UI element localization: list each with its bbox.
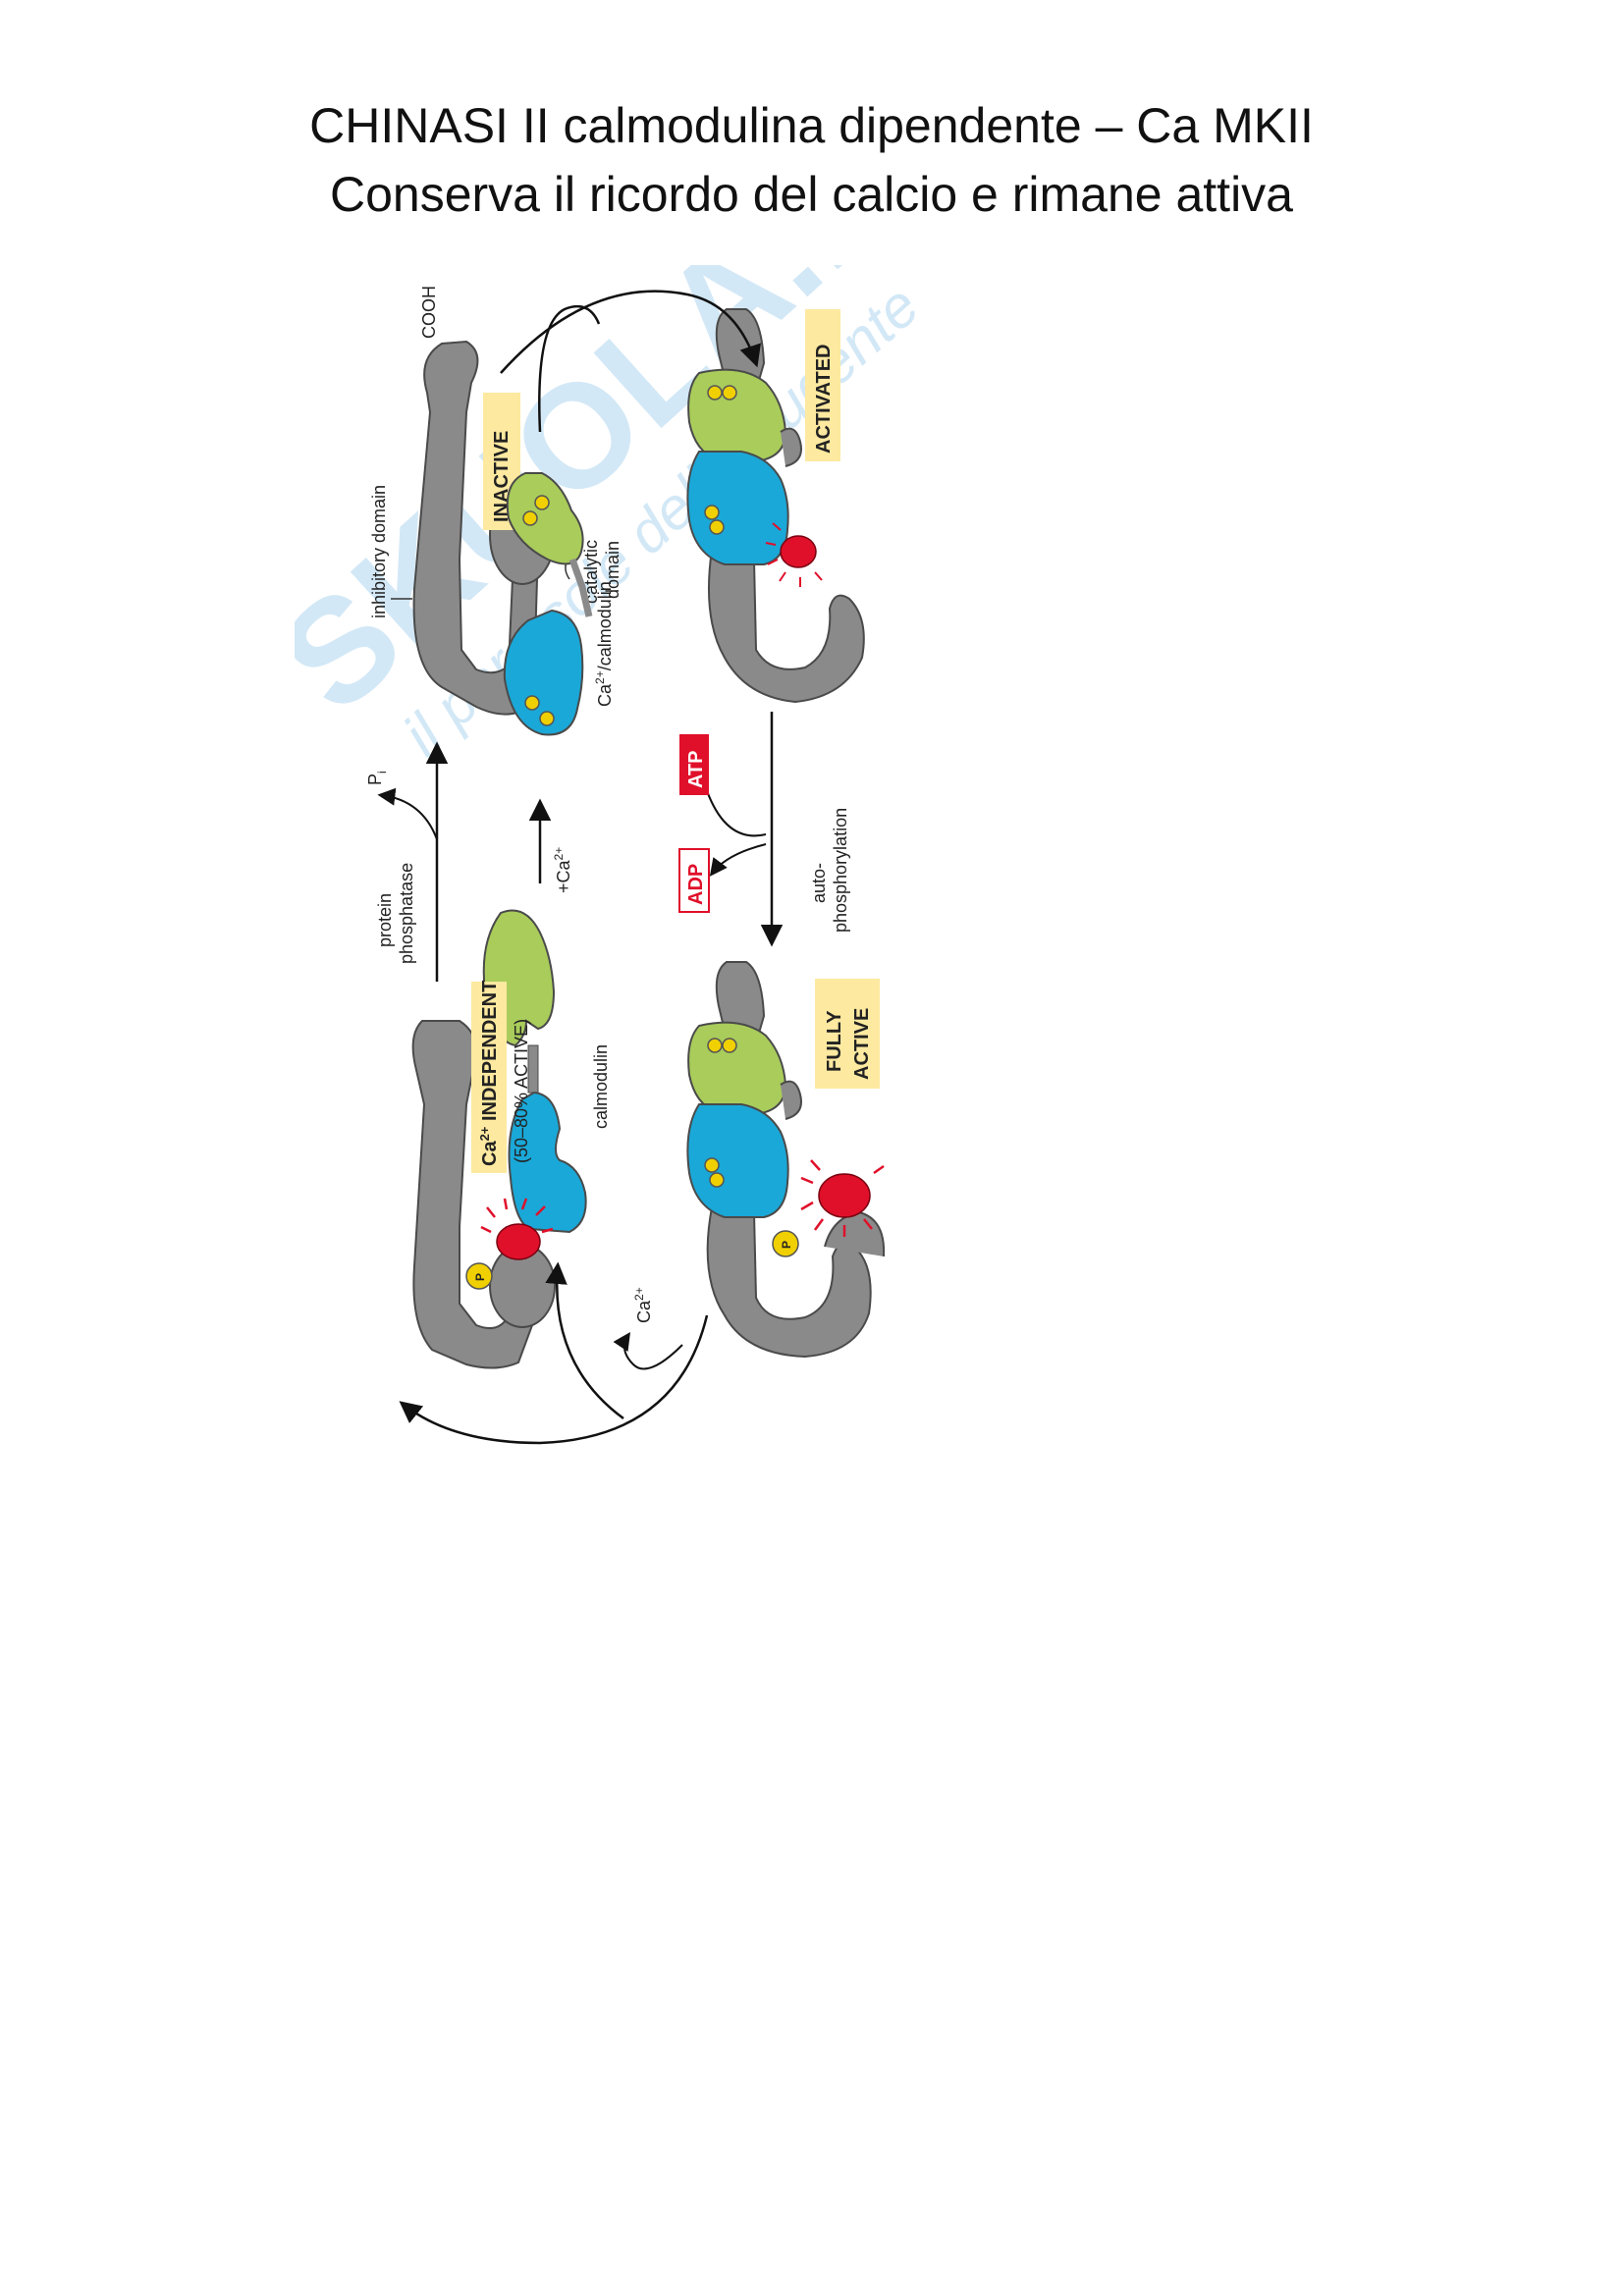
ca-ion <box>522 510 538 526</box>
adp-output-arrow <box>709 843 767 877</box>
ca-ion <box>524 695 540 711</box>
ca-release-arrow <box>613 1332 683 1370</box>
auto-label: auto- <box>809 863 829 903</box>
cooh-label: COOH <box>419 286 439 339</box>
active-label: ACTIVE <box>851 1008 873 1080</box>
fully-label: FULLY <box>824 1010 845 1072</box>
ca-calmodulin-complex <box>503 472 593 736</box>
calmodulin-return-arrow <box>545 1261 624 1420</box>
activity-rays <box>480 1198 554 1234</box>
fully-active-badge: FULLY ACTIVE <box>815 979 880 1089</box>
activity-rays <box>800 1159 885 1237</box>
active-site <box>818 1173 871 1218</box>
phosphorylation-label: phosphorylation <box>831 808 850 933</box>
percent-active-label: (50–80% ACTIVE) <box>512 1019 531 1163</box>
activity-rays <box>765 522 823 587</box>
phosphate-group: P <box>772 1230 799 1257</box>
catalytic-domain-label: domain <box>603 541 622 599</box>
inactive-kinase-body <box>412 340 539 716</box>
svg-text:P: P <box>473 1273 487 1281</box>
svg-text:ADP: ADP <box>685 864 707 905</box>
ca-ion <box>534 495 550 510</box>
catalytic-label: catalytic <box>581 540 601 604</box>
ca-ion <box>539 711 555 726</box>
adp-badge: ADP <box>678 848 710 913</box>
phosphatase-label: phosphatase <box>397 863 416 964</box>
calmodulin-free-blue <box>508 1091 587 1234</box>
document-title-line-1: CHINASI II calmodulina dipendente – Ca M… <box>309 98 1314 153</box>
ca-independent-kinase: P <box>411 1020 556 1369</box>
calmodulin-bind-arrow <box>538 304 601 433</box>
pi-label: Pi <box>365 771 389 785</box>
ca-independent-badge: Ca2+ INDEPENDENT <box>471 981 507 1173</box>
active-site <box>496 1223 541 1260</box>
calmodulin-blue-lobe <box>503 609 584 736</box>
camkii-activation-diagram: SKUOLA.NET il para sole dello studente I… <box>295 265 1070 1445</box>
activated-kinase <box>686 308 865 704</box>
atp-badge: ATP <box>679 734 709 795</box>
protein-label: protein <box>375 893 395 947</box>
atp-input-arrow <box>704 784 767 837</box>
plus-ca-label: +Ca2+ <box>552 847 573 893</box>
fully-active-blue-lobe <box>686 1103 789 1218</box>
calmodulin-label: calmodulin <box>591 1044 611 1129</box>
pi-release-arrow <box>377 787 438 840</box>
activated-badge: ACTIVATED <box>805 309 840 461</box>
document-title-line-2: Conserva il ricordo del calcio e rimane … <box>330 167 1293 222</box>
fully-active-green-lobe <box>687 1021 787 1116</box>
ca-independent-state-label: Ca2+ INDEPENDENT <box>477 981 501 1166</box>
ca-calmodulin-label: Ca2+/calmodulin <box>593 581 615 707</box>
activated-blue-lobe <box>686 451 789 565</box>
fully-active-kinase: P <box>686 961 886 1359</box>
activated-state-label: ACTIVATED <box>813 345 835 454</box>
phosphate-group: P <box>465 1262 493 1290</box>
active-site <box>780 535 817 568</box>
inhibitory-domain-label: inhibitory domain <box>369 485 389 618</box>
svg-text:ATP: ATP <box>685 750 707 788</box>
svg-text:P: P <box>780 1241 793 1249</box>
calmodulin-release-arrow <box>399 1314 709 1445</box>
ca-release-label: Ca2+ <box>632 1287 654 1323</box>
